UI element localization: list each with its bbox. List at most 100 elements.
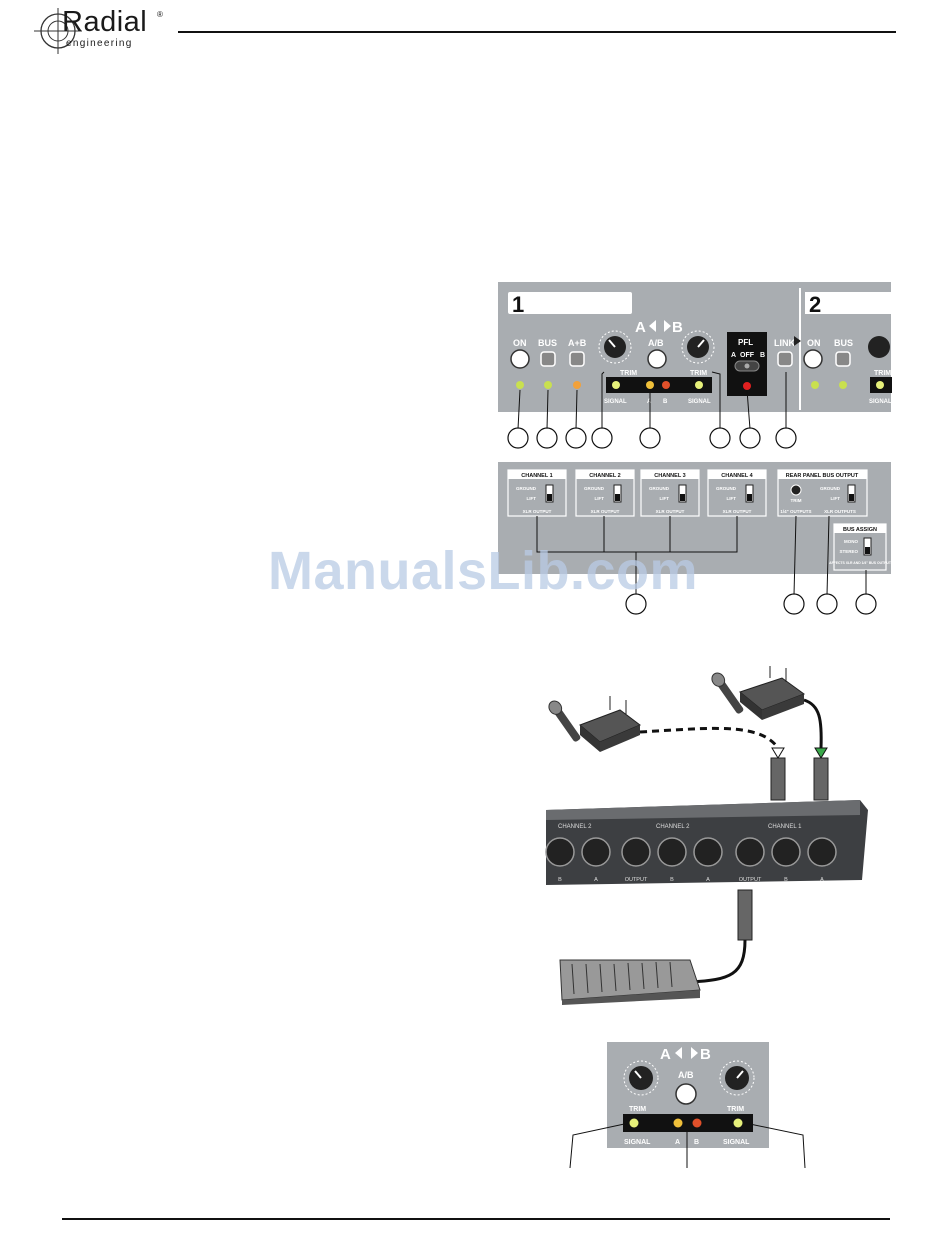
ch3-ground: GROUND [649,486,670,491]
detail-trim-right: TRIM [727,1106,744,1113]
callout-12 [855,593,877,615]
ch1-lift: LIFT [527,496,537,501]
ch1-output: XLR OUTPUT [523,509,552,514]
callout-10 [783,593,805,615]
bus-label: BUS [538,338,557,348]
bus-ground-label: GROUND [820,486,841,491]
ch2-output: XLR OUTPUT [591,509,620,514]
detail-trim-left: TRIM [629,1106,646,1113]
ch3-title: CHANNEL 3 [654,473,685,479]
hookup-diagram: CHANNEL 2 CHANNEL 2 CHANNEL 1 B A OUTPUT… [545,666,868,1005]
ab-button [647,349,667,369]
receiver-a-icon [579,696,641,752]
signal-b-led [695,381,703,389]
ch2-signal-label: SIGNAL [869,399,892,405]
detail-a-led [673,1118,683,1128]
detail-a: A [660,1046,671,1063]
bus-trim-label: TRIM [791,498,802,503]
ch2-bus-label: BUS [834,338,853,348]
pfl-a-label: A [731,352,736,359]
ab-header-b: B [672,319,683,336]
strip-ch2a: CHANNEL 2 [558,824,592,830]
jack-a-3: A [820,877,824,883]
ch4-lift: LIFT [727,496,737,501]
assign-stereo: STEREO [839,549,858,554]
bus-lift-label: LIFT [831,496,841,501]
callout-8 [775,427,797,449]
callout-6 [709,427,731,449]
ch2-ground: GROUND [584,486,605,491]
callout-5 [639,427,661,449]
ch2-trim-label: TRIM [874,370,891,377]
channel1-strip [508,292,632,314]
mixer-console-icon [559,959,701,1005]
strip-ch1: CHANNEL 1 [768,824,802,830]
watermark: ManualsLib.com [268,541,699,601]
callout-9 [625,593,647,615]
front-panel-diagram: 1 2 A B ON BUS A+B TRIM A/B TRIM SIGNAL … [498,282,893,449]
channel2-number: 2 [809,292,821,317]
ch2-bus-button [835,351,851,367]
signal-a-label: SIGNAL [604,399,627,405]
jack-b-3: B [784,877,788,883]
b-label: B [663,399,668,405]
ch1-title: CHANNEL 1 [521,473,552,479]
bus-out-left: 1/4" OUTPUTS [780,509,811,514]
callout-2 [536,427,558,449]
callout-1 [507,427,529,449]
trim-a-label: TRIM [620,370,637,377]
ch4-title: CHANNEL 4 [721,473,753,479]
bus-button [540,351,556,367]
detail-signal-right: SIGNAL [723,1139,750,1146]
link-label: LINK [774,338,795,348]
ch3-lift: LIFT [660,496,670,501]
jack-b-2: B [670,877,674,883]
wireless-mic-icon [548,700,581,742]
callout-7 [739,427,761,449]
callout-3 [565,427,587,449]
a-led [646,381,654,389]
detail-led-b: B [694,1139,699,1146]
aplusb-button [569,351,585,367]
detail-ab-label: A/B [678,1070,694,1080]
jack-a-2: A [706,877,710,883]
aplusb-label: A+B [568,338,587,348]
detail-signal-left: SIGNAL [624,1139,651,1146]
aplusb-led [573,381,581,389]
bus-out-right: XLR OUTPUTS [824,509,856,514]
bus-led [544,381,552,389]
jack-a-1: A [594,877,598,883]
on-led [516,381,524,389]
ch4-ground: GROUND [716,486,737,491]
ch2-on-button [803,349,823,369]
jack-b-1: B [558,877,562,883]
on-button [510,349,530,369]
pfl-off-label: OFF [740,352,755,359]
logo-subtitle: engineering [66,38,133,49]
crosshair-logo-icon [34,8,82,54]
pfl-led [743,382,751,390]
detail-b-led [692,1118,702,1128]
ab-detail-diagram: A B TRIM A/B TRIM SIGNAL A B SIGNAL [569,1042,806,1168]
callout-4 [591,427,613,449]
on-label: ON [513,338,527,348]
registered-mark: ® [157,10,163,19]
logo-wordmark: Radial [62,6,148,38]
link-button [777,351,793,367]
channel2-strip [805,292,893,314]
detail-ab-button [675,1083,697,1105]
strip-ch2b: CHANNEL 2 [656,824,690,830]
ab-header-a: A [635,319,646,336]
trim-b-label: TRIM [690,370,707,377]
signal-b-label: SIGNAL [688,399,711,405]
jack-out-1: OUTPUT [625,877,648,883]
ab-button-label: A/B [648,338,664,348]
ch2-title: CHANNEL 2 [589,473,620,479]
footer-rule [62,1218,890,1220]
ch2-lift: LIFT [595,496,605,501]
pfl-label: PFL [738,338,753,347]
wireless-mic-icon [711,672,744,714]
bus-assign-title: BUS ASSIGN [843,527,877,533]
detail-signal-right-led [733,1118,743,1128]
rear-panel-diagram: CHANNEL 1 GROUND LIFT XLR OUTPUT CHANNEL… [498,462,892,615]
